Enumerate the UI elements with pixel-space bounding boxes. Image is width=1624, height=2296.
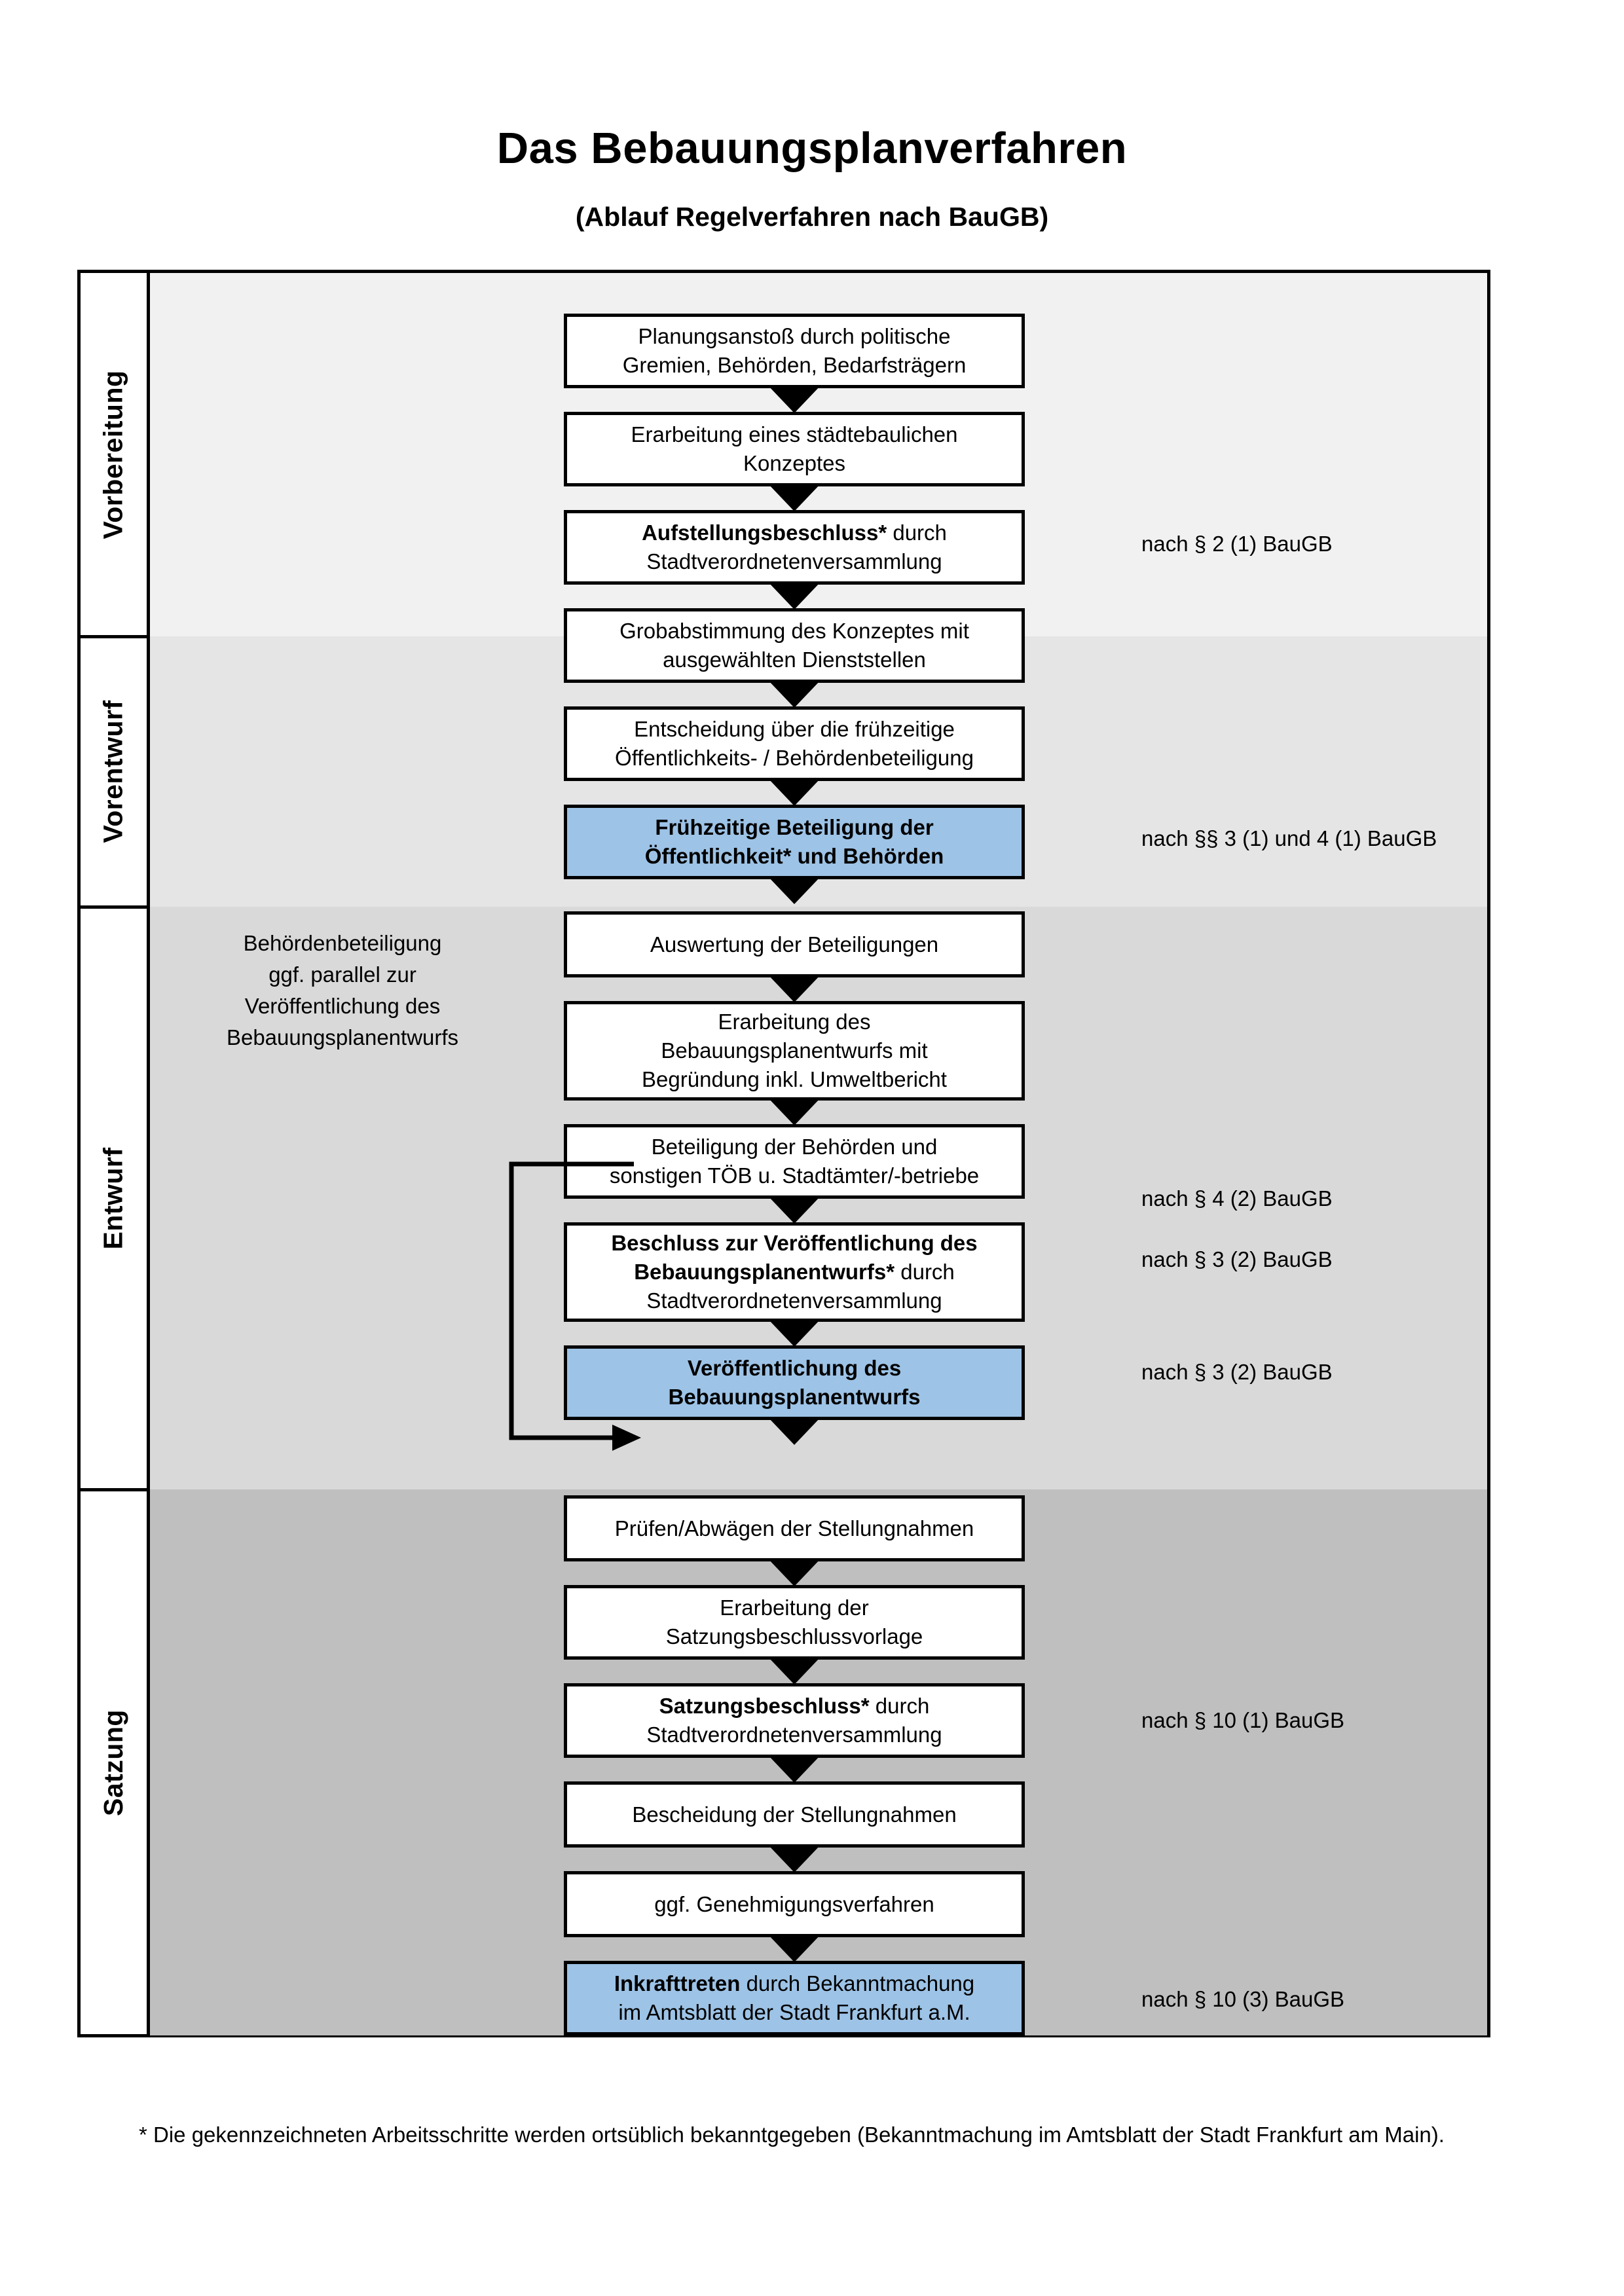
step-box-11-highlight: Veröffentlichung des Bebauungsplanentwur… (564, 1345, 1025, 1420)
arrow-4-5 (768, 680, 821, 708)
arrow-2-3 (768, 484, 821, 511)
step-10-line-2-suffix: durch (900, 1260, 955, 1285)
arrow-5-6 (768, 778, 821, 806)
step-box-4: Grobabstimmung des Konzeptes mit ausgewä… (564, 608, 1025, 683)
step-13-line-2: Satzungsbeschlussvorlage (665, 1624, 923, 1649)
side-note-line-3: Veröffentlichung des (244, 993, 441, 1018)
step-14-line-2: Stadtverordnetenversammlung (646, 1722, 942, 1747)
step-16-line-1: ggf. Genehmigungsverfahren (654, 1891, 934, 1916)
step-3-line-1-suffix: durch (893, 520, 947, 545)
step-11-line-2: Bebauungsplanentwurfs (668, 1385, 921, 1409)
legal-ref-4: nach § 3 (2) BauGB (1141, 1247, 1333, 1271)
step-12-line-1: Prüfen/Abwägen der Stellungnahmen (614, 1516, 974, 1540)
step-4-line-2: ausgewählten Dienststellen (663, 647, 926, 672)
step-box-17-highlight: Inkrafttreten durch Bekanntmachung im Am… (564, 1961, 1025, 2035)
step-17-line-2: im Amtsblatt der Stadt Frankfurt a.M. (618, 2000, 970, 2024)
step-15-line-1: Bescheidung der Stellungnahmen (632, 1802, 957, 1827)
phase-cell-satzung: Satzung (81, 1489, 147, 2035)
step-box-3: Aufstellungsbeschluss* durch Stadtverord… (564, 510, 1025, 585)
step-9-line-1: Beteiligung der Behörden und (651, 1135, 938, 1159)
phase-divider-1 (81, 635, 147, 638)
step-3-line-2: Stadtverordnetenversammlung (646, 549, 942, 574)
arrow-9-10 (768, 1196, 821, 1224)
step-8-line-1: Erarbeitung des (718, 1010, 871, 1034)
step-box-8: Erarbeitung des Bebauungsplanentwurfs mi… (564, 1001, 1025, 1101)
step-13-line-1: Erarbeitung der (720, 1595, 869, 1620)
step-box-9: Beteiligung der Behörden und sonstigen T… (564, 1124, 1025, 1199)
step-8-line-3: Begründung inkl. Umweltbericht (642, 1066, 947, 1091)
step-2-line-2: Konzeptes (743, 451, 845, 475)
step-17-line-1-suffix: durch Bekanntmachung (746, 1971, 975, 1996)
arrow-14-15 (768, 1755, 821, 1783)
step-6-line-1: Frühzeitige Beteiligung der (655, 815, 934, 840)
step-box-1: Planungsanstoß durch politische Gremien,… (564, 314, 1025, 388)
step-14-line-1-suffix: durch (875, 1694, 930, 1719)
legal-ref-2: nach §§ 3 (1) und 4 (1) BauGB (1141, 826, 1437, 850)
step-box-12: Prüfen/Abwägen der Stellungnahmen (564, 1495, 1025, 1561)
side-note-line-1: Behördenbeteiligung (243, 931, 442, 955)
step-17-line-1: Inkrafttreten (614, 1971, 741, 1996)
step-1-line-1: Planungsanstoß durch politische (638, 324, 951, 349)
arrow-7-8 (768, 975, 821, 1002)
side-note-behoerdenbeteiligung: Behördenbeteiligung ggf. parallel zur Ve… (198, 928, 487, 1053)
legal-ref-7: nach § 10 (3) BauGB (1141, 1987, 1345, 2011)
arrow-15-16 (768, 1845, 821, 1872)
arrow-13-14 (768, 1657, 821, 1685)
step-10-line-2: Bebauungsplanentwurfs* (634, 1260, 895, 1285)
step-11-line-1: Veröffentlichung des (687, 1356, 902, 1381)
phase-label-vorentwurf: Vorentwurf (98, 700, 129, 843)
step-1-line-2: Gremien, Behörden, Bedarfsträgern (622, 353, 967, 377)
legal-ref-1: nach § 2 (1) BauGB (1141, 532, 1333, 556)
arrow-10-11 (768, 1319, 821, 1347)
step-4-line-1: Grobabstimmung des Konzeptes mit (619, 619, 969, 644)
footnote-text: * Die gekennzeichneten Arbeitsschritte w… (139, 2123, 1445, 2147)
step-box-6-highlight: Frühzeitige Beteiligung der Öffentlichke… (564, 805, 1025, 879)
side-note-line-4: Bebauungsplanentwurfs (226, 1025, 459, 1049)
parallel-process-connector (509, 1161, 641, 1451)
arrow-11-12 (768, 1417, 821, 1445)
legal-ref-3: nach § 4 (2) BauGB (1141, 1186, 1333, 1211)
phase-cell-vorbereitung: Vorbereitung (81, 273, 147, 636)
step-box-7: Auswertung der Beteiligungen (564, 911, 1025, 977)
legal-ref-5: nach § 3 (2) BauGB (1141, 1360, 1333, 1384)
legal-ref-6: nach § 10 (1) BauGB (1141, 1708, 1345, 1732)
step-9-line-2: sonstigen TÖB u. Stadtämter/-betriebe (609, 1163, 980, 1188)
phase-label-satzung: Satzung (98, 1709, 128, 1816)
step-8-line-2: Bebauungsplanentwurfs mit (661, 1038, 928, 1063)
phase-label-entwurf: Entwurf (98, 1146, 128, 1250)
arrow-12-13 (768, 1559, 821, 1586)
flowchart-frame: Vorbereitung Vorentwurf Entwurf Satzung … (77, 270, 1490, 2037)
step-box-2: Erarbeitung eines städtebaulichen Konzep… (564, 412, 1025, 486)
title-block: Das Bebauungsplanverfahren (Ablauf Regel… (0, 124, 1624, 232)
step-5-line-1: Entscheidung über die frühzeitige (634, 717, 955, 742)
step-6-line-2: Öffentlichkeit* und Behörden (644, 844, 944, 868)
phase-cell-entwurf: Entwurf (81, 907, 147, 1489)
arrow-16-17 (768, 1935, 821, 1962)
step-10-line-1: Beschluss zur Veröffentlichung des (611, 1231, 978, 1256)
step-box-14: Satzungsbeschluss* durch Stadtverordnete… (564, 1683, 1025, 1758)
step-10-line-3: Stadtverordnetenversammlung (646, 1288, 942, 1313)
step-box-16: ggf. Genehmigungsverfahren (564, 1871, 1025, 1937)
page-subtitle: (Ablauf Regelverfahren nach BauGB) (575, 201, 1049, 232)
step-box-15: Bescheidung der Stellungnahmen (564, 1781, 1025, 1848)
step-box-13: Erarbeitung der Satzungsbeschlussvorlage (564, 1585, 1025, 1660)
arrow-1-2 (768, 386, 821, 413)
side-note-line-2: ggf. parallel zur (268, 962, 416, 987)
arrow-3-4 (768, 582, 821, 610)
step-5-line-2: Öffentlichkeits- / Behördenbeteiligung (615, 746, 974, 770)
phase-label-column: Vorbereitung Vorentwurf Entwurf Satzung (81, 273, 150, 2034)
page-title: Das Bebauungsplanverfahren (496, 124, 1128, 173)
phase-cell-vorentwurf: Vorentwurf (81, 636, 147, 907)
step-3-line-1: Aufstellungsbeschluss* (642, 520, 887, 545)
phase-label-vorbereitung: Vorbereitung (98, 370, 128, 539)
phase-divider-3 (81, 1488, 147, 1491)
step-2-line-1: Erarbeitung eines städtebaulichen (631, 422, 958, 447)
arrow-6-7 (768, 877, 821, 904)
phase-divider-2 (81, 905, 147, 909)
step-14-line-1: Satzungsbeschluss* (659, 1694, 870, 1719)
arrow-8-9 (768, 1098, 821, 1125)
step-7-line-1: Auswertung der Beteiligungen (650, 932, 939, 957)
step-box-5: Entscheidung über die frühzeitige Öffent… (564, 706, 1025, 781)
